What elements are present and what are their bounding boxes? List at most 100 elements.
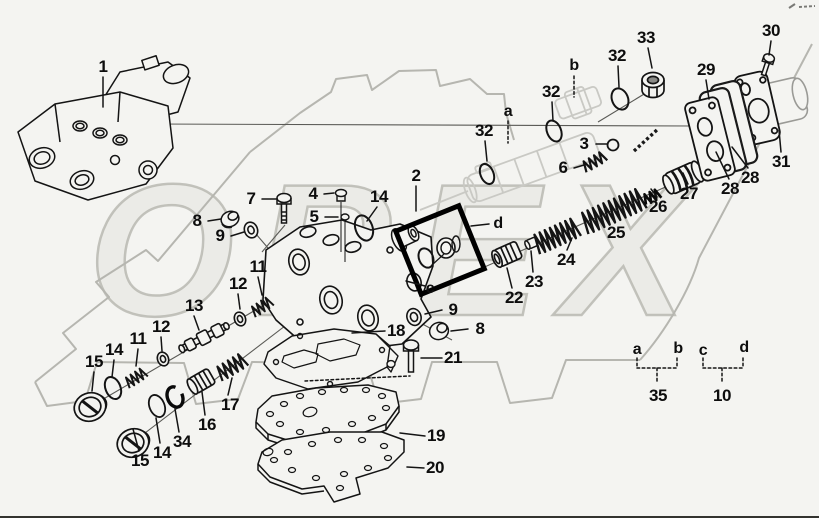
leader-line [551,101,554,122]
spring-24 [533,217,583,255]
leader-line [111,359,115,378]
o-ring-14-row2 [147,394,167,418]
callout-15: 15 [85,352,103,371]
callout-14: 14 [370,187,388,206]
leader-line [573,164,585,169]
leader-line [406,466,425,469]
washer-9-right [406,307,422,327]
spring-25 [580,187,648,235]
separator-plate-19 [255,384,400,451]
plug-16 [186,368,216,395]
spring-17 [216,353,250,382]
part-1-valve-assembly [17,55,191,201]
callout-c: c [425,280,435,297]
bolt-7 [276,192,292,224]
callout-8: 8 [475,319,485,338]
callout-6: 6 [558,158,568,177]
leader-line [366,206,378,222]
bottom-border-line [0,516,819,518]
ball-3 [606,138,620,152]
callout-32: 32 [608,46,626,65]
leader-line [257,276,263,296]
callout-b: b [673,340,683,357]
leader-line [715,151,730,180]
callout-d: d [493,215,503,232]
leader-line [230,231,245,237]
callout-1: 1 [98,57,108,76]
leader-line [155,417,161,444]
callout-27: 27 [680,184,698,203]
leader-line [424,309,443,315]
callout-10: 10 [713,386,731,405]
callout-23: 23 [525,272,543,291]
callout-28: 28 [721,179,739,198]
callout-34: 34 [173,432,191,451]
callout-29: 29 [697,60,715,79]
washer-9-left [243,221,259,239]
leader-line [174,408,180,433]
callout-b: b [569,57,579,74]
callout-c: c [698,342,708,359]
o-ring-14-row1 [103,375,123,401]
callout-30: 30 [762,21,780,40]
leader-line [405,280,426,287]
leader-line [566,237,573,251]
flange-31 [733,70,809,146]
callout-31: 31 [772,152,790,171]
callout-16: 16 [198,415,216,434]
callout-18: 18 [387,321,405,340]
snap-ring-34 [165,385,185,409]
leader-line [237,293,241,310]
bolt-30 [760,53,776,77]
callout-19: 19 [427,426,445,445]
leader-line [506,267,513,289]
callout-7: 7 [246,189,256,208]
callout-15: 15 [131,451,149,470]
leader-line [351,330,386,334]
leader-line [484,140,488,162]
gasket-plate-18 [263,328,399,390]
plug-8-left [220,210,240,229]
o-ring-32-middle [545,119,563,143]
callout-11: 11 [129,329,147,348]
callout-a: a [503,103,513,120]
spring-11-upper [250,296,275,318]
callout-35: 35 [649,386,667,405]
leader-line [135,348,139,367]
leader-line [207,218,222,222]
plug-22 [491,241,523,269]
leader-line [470,223,490,227]
detail-box-cd [392,202,488,298]
plug-8-right [428,321,450,341]
o-ring-32-left [478,162,496,186]
leader-line [399,432,426,437]
leader-line [705,79,710,100]
spring-6 [582,151,609,173]
end-plate-29 [684,96,736,182]
plug-15-row1 [73,391,108,423]
leader-line [682,172,689,185]
callout-22: 22 [505,288,523,307]
callout-17: 17 [221,395,239,414]
callout-12: 12 [152,317,170,336]
callout-32: 32 [475,121,493,140]
callout-20: 20 [426,458,444,477]
leader-line [227,377,233,396]
bottom-plate-20 [257,431,405,503]
leader-line [323,192,335,195]
leader-line [193,315,200,331]
leader-line [201,391,206,416]
piston-27 [662,160,705,195]
leader-line [778,129,782,153]
leader-line [650,188,658,198]
spool-13 [178,321,230,354]
callout-28: 28 [741,168,759,187]
callout-12: 12 [229,274,247,293]
corner-mark [788,3,816,9]
callout-25: 25 [607,223,625,242]
leader-line [160,336,163,352]
nut-33 [641,71,665,99]
